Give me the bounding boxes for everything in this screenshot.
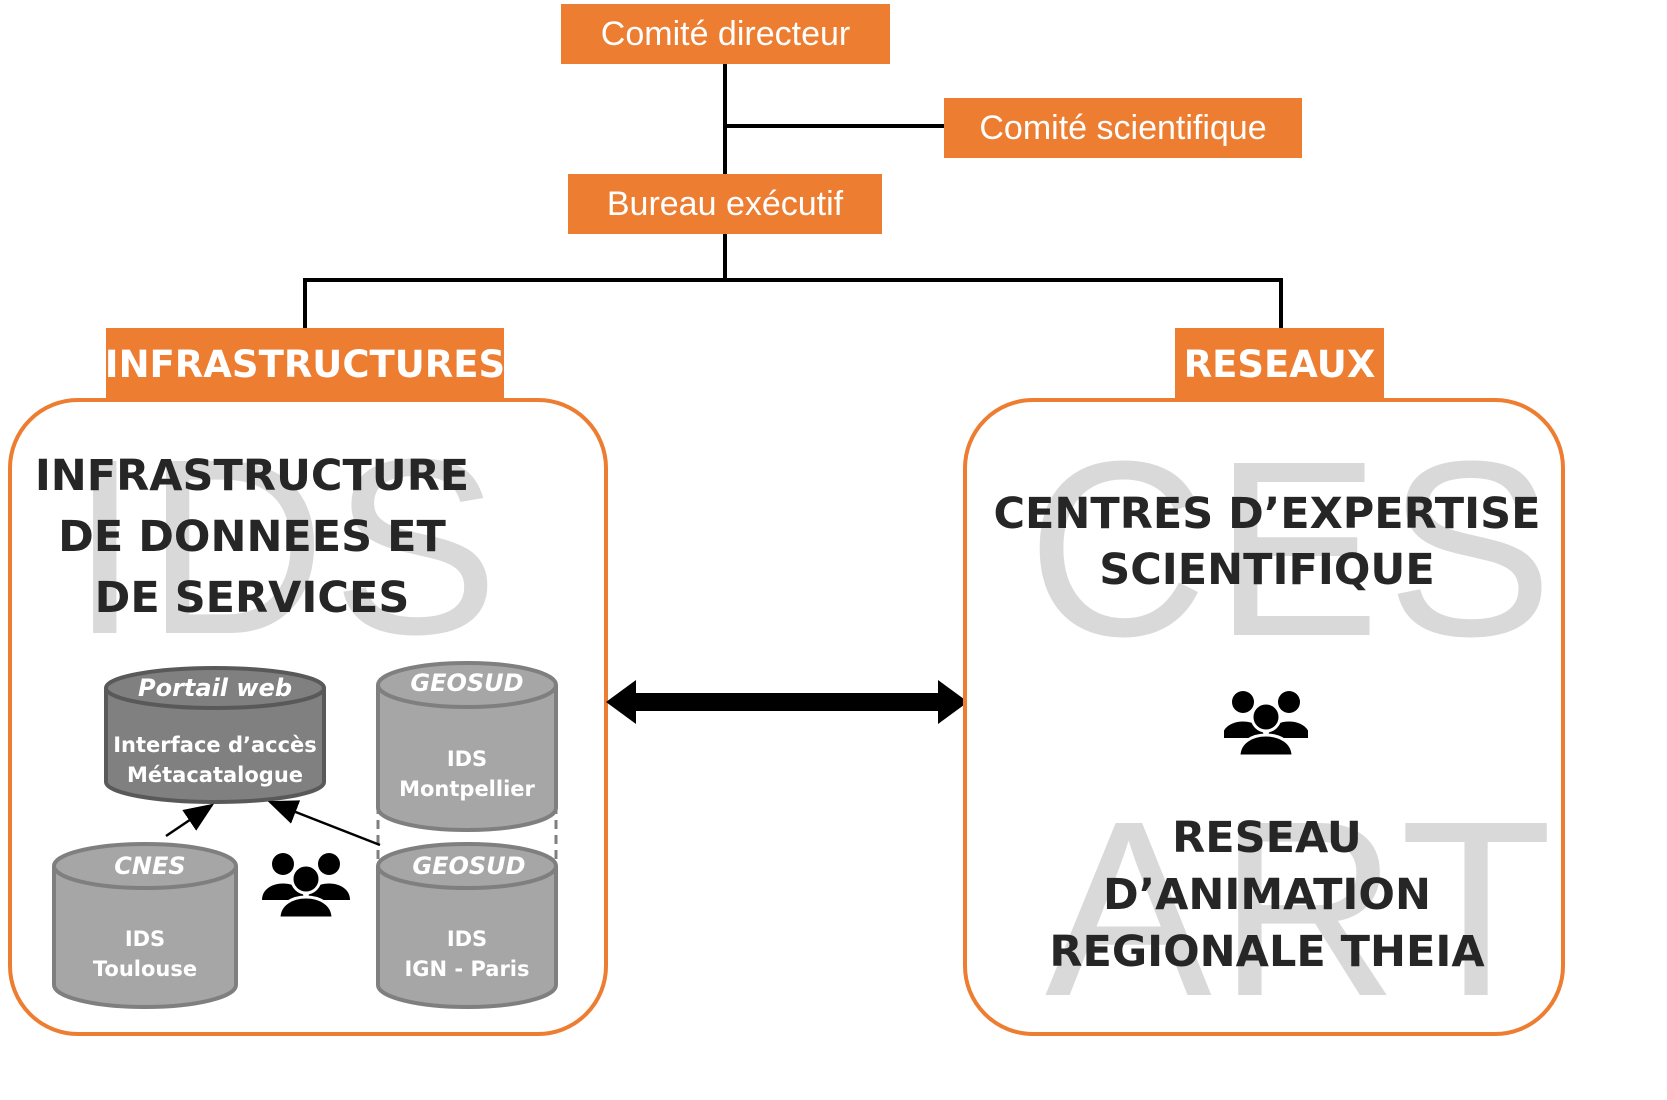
connector-horizontal-branch	[303, 278, 1283, 282]
geosud-ign-top-label: GEOSUD	[412, 852, 525, 880]
comite-scientifique-label: Comité scientifique	[979, 108, 1267, 147]
users-group-icon-right	[1224, 691, 1308, 758]
art-title-line1: RESEAU	[1172, 813, 1362, 863]
geosud-montpellier-database: GEOSUD IDS Montpellier	[376, 661, 558, 832]
connector-to-infrastructures	[303, 278, 307, 328]
cnes-line2: Toulouse	[93, 957, 197, 981]
geosud-ign-line1: IDS	[447, 927, 487, 951]
cnes-top-label: CNES	[114, 852, 185, 880]
infrastructure-title: INFRASTRUCTURE DE DONNEES ET DE SERVICES	[32, 446, 472, 629]
art-title-line2: D’ANIMATION	[1103, 870, 1431, 920]
geosud-ign-line2: IGN - Paris	[404, 957, 529, 981]
arrow-geosud-to-portail	[267, 800, 381, 847]
ces-title-line1: CENTRES D’EXPERTISE	[993, 489, 1541, 539]
cnes-database: CNES IDS Toulouse	[52, 842, 238, 1009]
bidirectional-arrow	[606, 680, 968, 724]
art-title-line3: REGIONALE THEIA	[1049, 927, 1485, 977]
connector-to-scientifique	[725, 124, 944, 128]
comite-directeur-box: Comité directeur	[561, 4, 890, 64]
bureau-executif-box: Bureau exécutif	[568, 174, 882, 234]
portail-web-line1: Interface d’accès	[113, 733, 317, 757]
bureau-executif-label: Bureau exécutif	[606, 184, 844, 223]
infrastructures-tab-label: INFRASTRUCTURES	[104, 342, 506, 386]
connector-to-reseaux	[1279, 278, 1283, 328]
ids-watermark: IDS	[70, 407, 505, 686]
reseaux-tab-label: RESEAUX	[1183, 342, 1376, 386]
connector-directeur-bureau	[723, 64, 727, 174]
users-group-icon	[1224, 691, 1308, 758]
users-group-icon	[262, 853, 350, 920]
infrastructures-tab: INFRASTRUCTURES	[104, 328, 506, 400]
arrow-cnes-to-portail	[165, 803, 215, 838]
reseaux-tab: RESEAUX	[1175, 328, 1384, 400]
portail-web-top-label: Portail web	[138, 674, 292, 702]
ces-title: CENTRES D’EXPERTISE SCIENTIFIQUE	[967, 486, 1561, 598]
ces-watermark: CES	[1027, 409, 1560, 688]
portail-web-database: Portail web Interface d’accès Métacatalo…	[104, 666, 326, 804]
geosud-montpellier-line1: IDS	[447, 747, 487, 771]
infrastructure-title-line1: INFRASTRUCTURE	[34, 451, 470, 501]
art-title: RESEAU D’ANIMATION REGIONALE THEIA	[967, 810, 1561, 981]
geosud-montpellier-top-label: GEOSUD	[410, 669, 523, 697]
geosud-ign-database: GEOSUD IDS IGN - Paris	[376, 842, 558, 1009]
comite-scientifique-box: Comité scientifique	[944, 98, 1302, 158]
connector-bureau-down	[723, 234, 727, 282]
ces-title-line2: SCIENTIFIQUE	[1099, 545, 1435, 595]
comite-directeur-label: Comité directeur	[600, 14, 851, 53]
geosud-montpellier-line2: Montpellier	[399, 777, 535, 801]
infrastructure-title-line2: DE DONNEES ET	[58, 512, 446, 562]
infrastructure-title-line3: DE SERVICES	[94, 573, 410, 623]
art-watermark: ART	[1045, 769, 1559, 1036]
cnes-line1: IDS	[125, 927, 165, 951]
portail-web-line2: Métacatalogue	[127, 763, 303, 787]
